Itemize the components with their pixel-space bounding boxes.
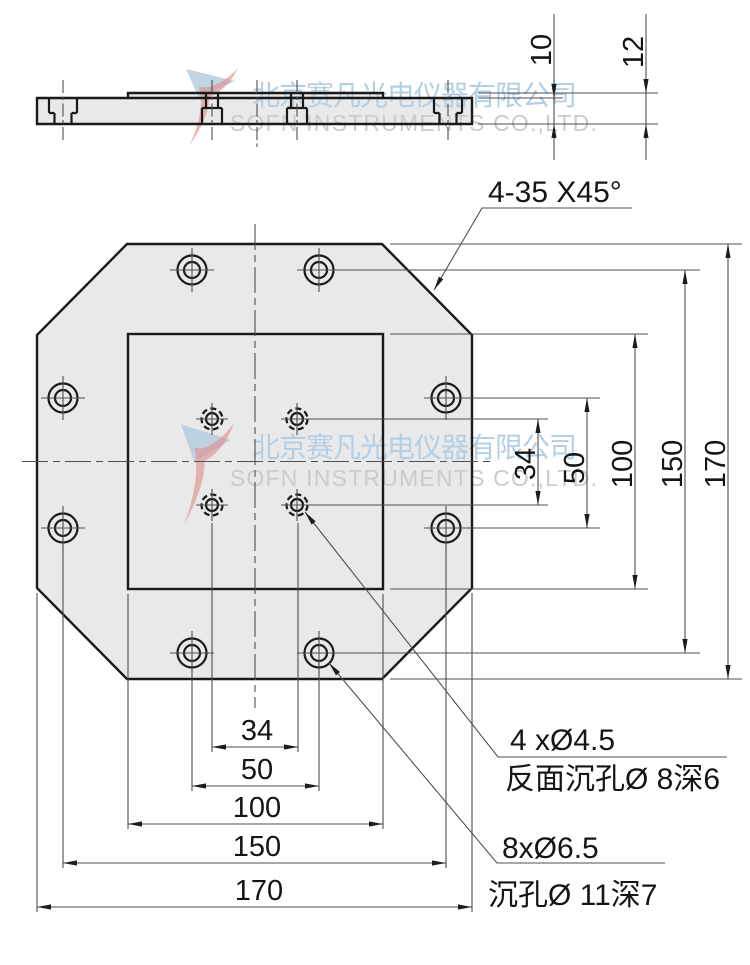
dim-horizontal-100: 100 (127, 594, 384, 829)
dim-value: 34 (241, 715, 273, 747)
dim-value: 150 (657, 440, 689, 488)
counterbore-holes (41, 248, 468, 675)
side-boss-step (126, 91, 385, 98)
dim-thickness-10: 10 (478, 14, 658, 160)
counterbore-hole (297, 631, 341, 675)
watermark-company-name-cn: 北京赛凡光电仪器有限公司 (252, 432, 576, 463)
back-counterbore-hole (281, 489, 313, 521)
side-plate-outline (35, 96, 474, 126)
watermark-company-name-en: SOFN INSTRUMENTS CO.,LTD. (230, 465, 598, 491)
dim-value: 100 (607, 440, 639, 488)
plan-view: 34 50 100 150 (22, 176, 742, 912)
back-counterbore-hole (196, 403, 228, 435)
dim-value-10: 10 (526, 34, 558, 66)
counterbore-hole (170, 248, 214, 292)
dim-thickness-12: 12 (478, 14, 658, 160)
counterbore-hole (170, 631, 214, 675)
counterbore-hole (41, 376, 85, 420)
counterbore-hole (424, 376, 468, 420)
counterbore-hole (424, 506, 468, 550)
counterbore-callout-line1: 8xØ6.5 (502, 832, 599, 865)
dim-horizontal-34: 34 (211, 523, 299, 752)
dim-value: 34 (510, 448, 542, 480)
back-counterbore-hole (196, 489, 228, 521)
side-counterbore-hole-right (432, 98, 464, 124)
small-holes-callout-line2: 反面沉孔Ø 8深6 (505, 763, 720, 796)
counterbore-holes-callout: 8xØ6.5 沉孔Ø 11深7 (328, 662, 665, 912)
dim-horizontal-150: 150 (62, 545, 447, 868)
dim-vertical-170: 170 (390, 243, 742, 680)
counterbore-hole (297, 248, 341, 292)
small-holes-callout: 4 xØ4.5 反面沉孔Ø 8深6 (304, 511, 727, 796)
watermark-middle: 北京赛凡光电仪器有限公司 SOFN INSTRUMENTS CO.,LTD. (181, 423, 598, 525)
dim-horizontal-50: 50 (191, 668, 320, 791)
side-hole-centerlines (62, 80, 449, 148)
counterbore-hole (41, 506, 85, 550)
side-view: 10 12 (35, 14, 658, 160)
dim-vertical-150: 150 (337, 269, 700, 654)
dim-value: 150 (233, 831, 281, 863)
chamfer-note-text: 4-35 X45° (488, 176, 622, 209)
back-counterbore-holes (196, 403, 313, 521)
chamfer-callout: 4-35 X45° (433, 176, 632, 291)
dim-value: 170 (235, 875, 283, 907)
dim-horizontal-170: 170 (36, 593, 473, 912)
watermark-company-name-cn: 北京赛凡光电仪器有限公司 (252, 80, 576, 111)
side-counterbore-hole-left (47, 98, 79, 124)
small-holes-callout-line1: 4 xØ4.5 (510, 724, 615, 757)
dim-value-12: 12 (618, 36, 650, 68)
octagon-plate-outline (35, 242, 474, 681)
dim-value: 50 (241, 754, 273, 786)
dim-vertical-100: 100 (390, 333, 648, 590)
dim-vertical-34: 34 (312, 418, 548, 506)
dim-value: 100 (233, 792, 281, 824)
dim-value: 170 (700, 440, 732, 488)
counterbore-callout-line2: 沉孔Ø 11深7 (488, 879, 658, 912)
dim-value: 50 (559, 452, 591, 484)
dim-vertical-50: 50 (462, 397, 600, 529)
back-counterbore-hole (281, 403, 313, 435)
